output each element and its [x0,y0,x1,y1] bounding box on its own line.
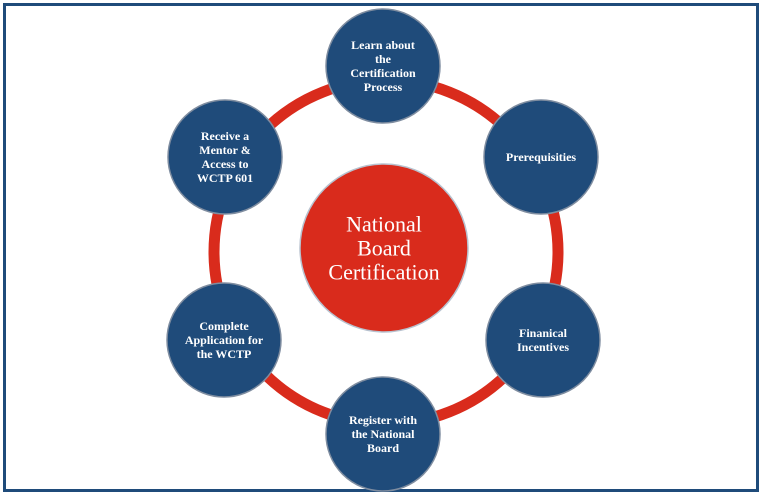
step-circle-financial [485,282,601,398]
step-node-prereq: Prerequisities [483,99,599,215]
step-label-register-line-3: Board [367,441,399,455]
step-label-mentor-line-3: Access to [202,157,249,171]
step-label-learn-line-1: Learn about [351,38,415,52]
step-label-learn-line-3: Certification [350,66,416,80]
step-label-register-line-2: the National [352,427,416,441]
center-label-line-3: Certification [328,260,439,285]
step-label-complete-line-2: Application for [185,333,264,347]
step-label-complete-line-3: the WCTP [197,347,252,361]
step-circle-learn [325,8,441,124]
step-circle-mentor [167,99,283,215]
center-label-line-2: Board [357,236,411,261]
step-label-financial-line-1: Finanical [519,326,568,340]
center-circle [299,163,469,333]
step-label-mentor-line-2: Mentor & [199,143,250,157]
step-label-financial-line-2: Incentives [517,340,569,354]
step-circle-complete [166,282,282,398]
step-label-mentor-line-1: Receive a [201,129,249,143]
cycle-nodes: Learn abouttheCertificationProcessPrereq… [166,8,601,492]
step-circle-prereq [483,99,599,215]
step-circle-register [325,376,441,492]
step-label-learn-line-2: the [375,52,392,66]
center-label-line-1: National [346,212,422,237]
step-label-prereq-line-1: Prerequisities [506,150,577,164]
step-label-register-line-1: Register with [349,413,417,427]
step-label-complete-line-1: Complete [199,319,249,333]
step-label-mentor-line-4: WCTP 601 [197,171,253,185]
step-label-learn-line-4: Process [364,80,403,94]
